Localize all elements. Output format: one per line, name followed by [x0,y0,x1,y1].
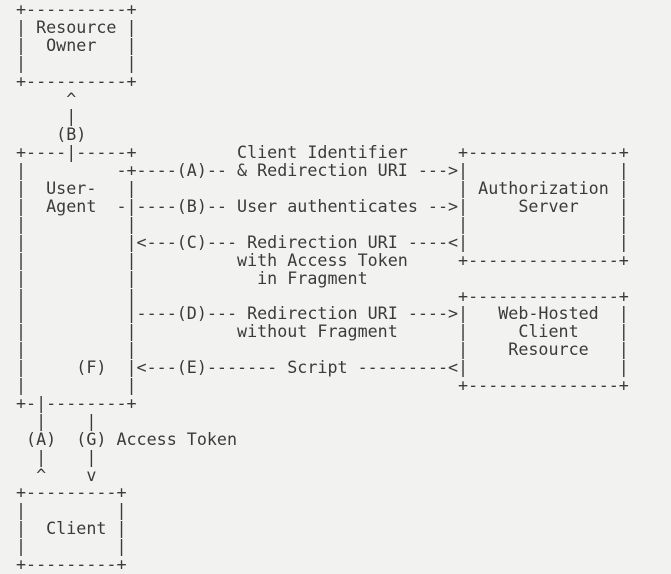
ascii-flow-diagram: +----------+ | Resource | | Owner | | | … [16,0,629,574]
page-background: { "diagram": { "lines": [ "+----------+"… [16,0,629,574]
diagram-container: +----------+ | Resource | | Owner | | | … [16,0,629,574]
